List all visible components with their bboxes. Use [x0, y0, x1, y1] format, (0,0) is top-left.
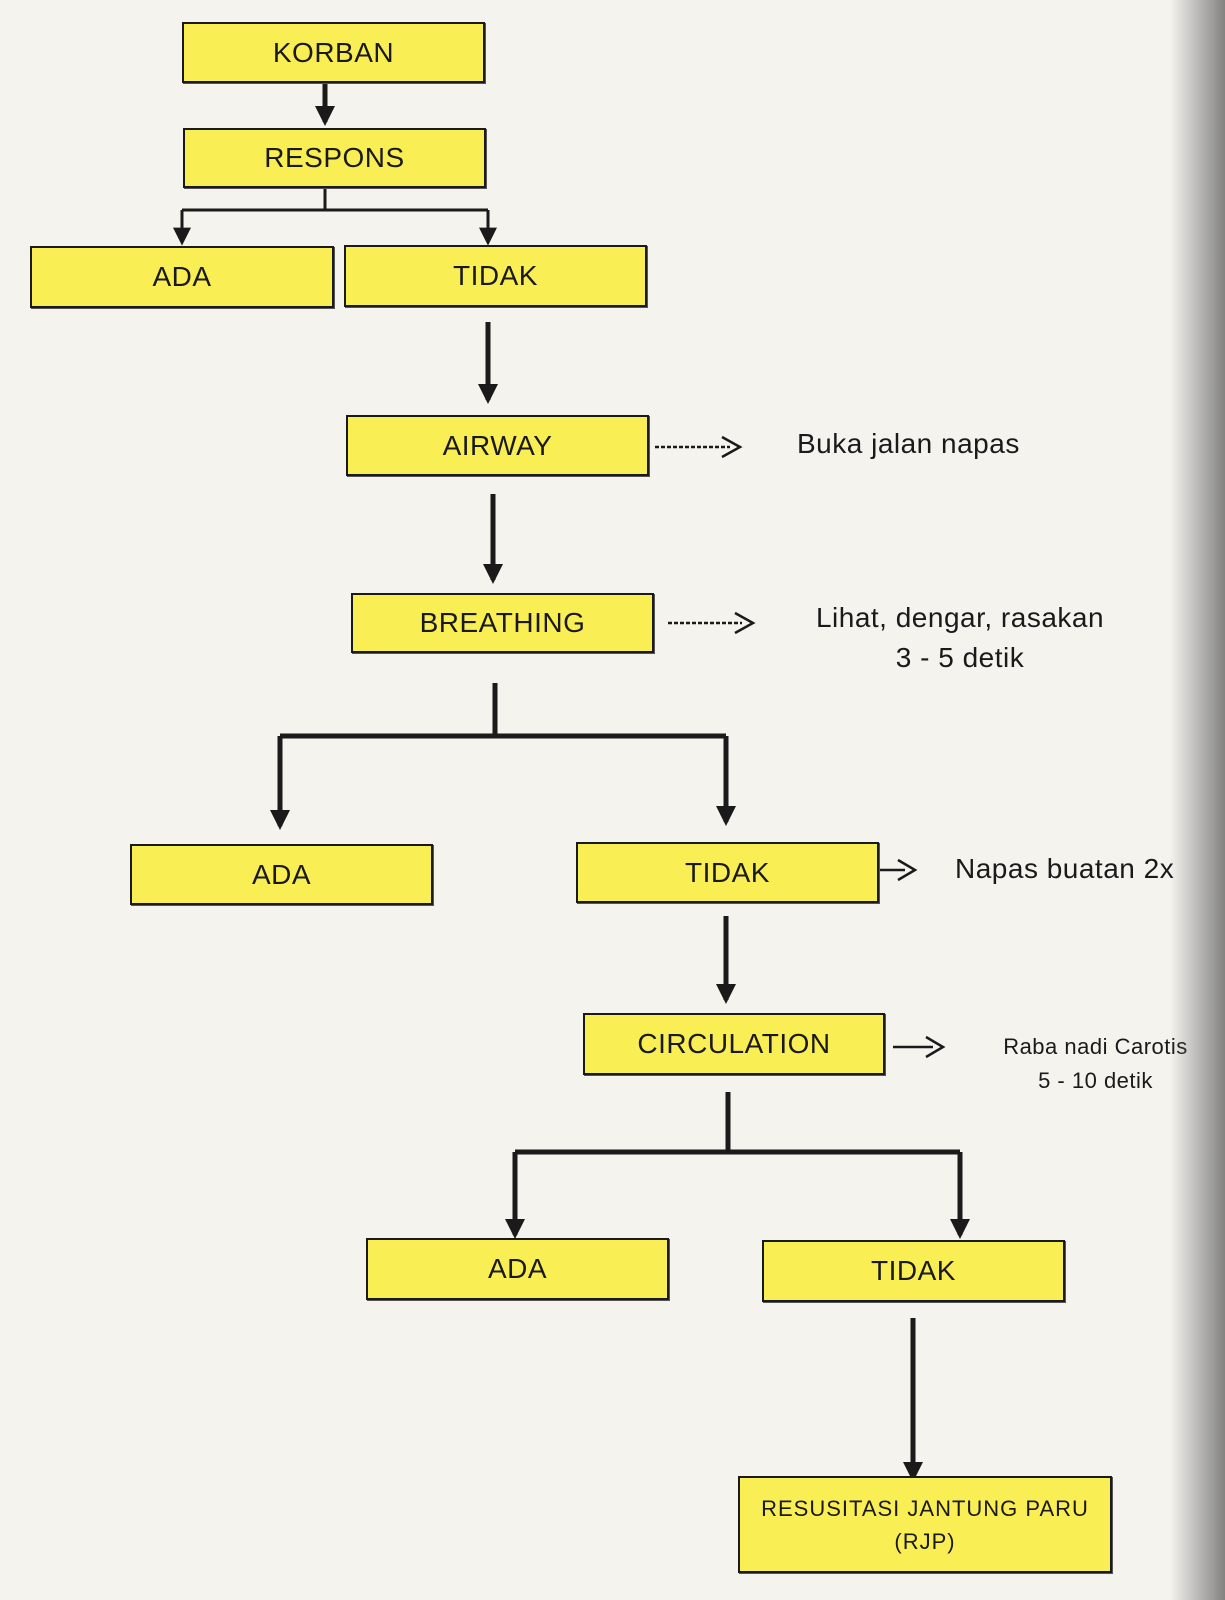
arrowhead-tidak-note [897, 858, 918, 882]
page-edge-shadow [1170, 0, 1225, 1600]
note-airway: Buka jalan napas [797, 428, 1020, 459]
node-airway: AIRWAY [346, 415, 649, 476]
note-tidak: Napas buatan 2x [955, 853, 1175, 884]
node-ada-3: ADA [366, 1238, 669, 1300]
node-korban: KORBAN [182, 22, 485, 83]
arrowhead-airway-note [721, 435, 743, 459]
node-respons: RESPONS [183, 128, 486, 188]
node-ada-2: ADA [130, 844, 433, 905]
node-ada-1: ADA [30, 246, 334, 308]
note-circulation: Raba nadi Carotis 5 - 10 detik [978, 1034, 1213, 1094]
note-circulation-line2: 5 - 10 detik [1038, 1068, 1153, 1093]
node-rjp-line1: RESUSITASI JANTUNG PARU [761, 1495, 1089, 1521]
node-tidak-3: TIDAK [762, 1240, 1065, 1302]
arrowhead-circulation-note [925, 1035, 946, 1059]
note-breathing-line2: 3 - 5 detik [895, 642, 1025, 673]
arrowhead-breathing-note [734, 611, 756, 635]
node-rjp: RESUSITASI JANTUNG PARU (RJP) [738, 1476, 1112, 1573]
node-circulation: CIRCULATION [583, 1013, 885, 1075]
node-tidak-2: TIDAK [576, 842, 879, 903]
note-breathing-line1: Lihat, dengar, rasakan [815, 602, 1105, 633]
node-rjp-line2: (RJP) [894, 1528, 956, 1554]
note-circulation-line1: Raba nadi Carotis [1003, 1034, 1188, 1059]
node-tidak-1: TIDAK [344, 245, 647, 307]
node-breathing: BREATHING [351, 593, 654, 653]
note-breathing: Lihat, dengar, rasakan 3 - 5 detik [800, 602, 1120, 674]
